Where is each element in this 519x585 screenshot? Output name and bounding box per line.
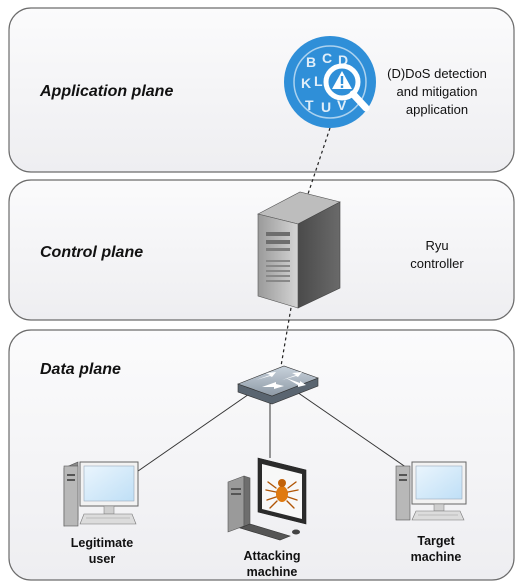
attacking-machine-label-line1: Attacking [244,549,301,563]
magnifier-alert-icon: B C D K L T U V [284,36,376,128]
attacking-machine-label-line2: machine [247,565,298,579]
desktop-computer-icon [395,461,467,521]
network-switch-icon [237,365,319,405]
icon-letter: T [305,97,314,113]
controller-label-line1: Ryu [425,238,448,253]
spider-bug-icon [265,479,299,509]
switch-legitimate-link [127,391,253,479]
target-machine-label-line2: machine [411,550,462,564]
application-plane-title: Application plane [39,83,173,100]
icon-letter: K [301,75,311,91]
app-label-line1: (D)DoS detection [387,66,487,81]
legitimate-user-label-line2: user [89,552,116,566]
icon-letter: L [314,73,323,89]
app-label-line2: and mitigation [397,84,478,99]
icon-letter: V [337,97,347,113]
controller-label-line2: controller [410,256,464,271]
data-plane-panel [8,329,515,581]
icon-letter: C [322,50,332,66]
data-plane-title: Data plane [40,361,121,378]
icon-letter: U [321,99,331,115]
icon-letter: B [306,54,316,70]
server-tower-icon [257,191,341,309]
data-links [127,389,411,479]
target-machine-label-line1: Target [417,534,455,548]
app-label-line3: application [406,102,468,117]
desktop-computer-icon [63,461,139,527]
legitimate-user-label-line1: Legitimate [71,536,134,550]
icon-letter: D [338,52,348,68]
switch-target-link [293,389,411,471]
control-plane-title: Control plane [40,244,143,261]
application-plane-panel [8,7,515,173]
